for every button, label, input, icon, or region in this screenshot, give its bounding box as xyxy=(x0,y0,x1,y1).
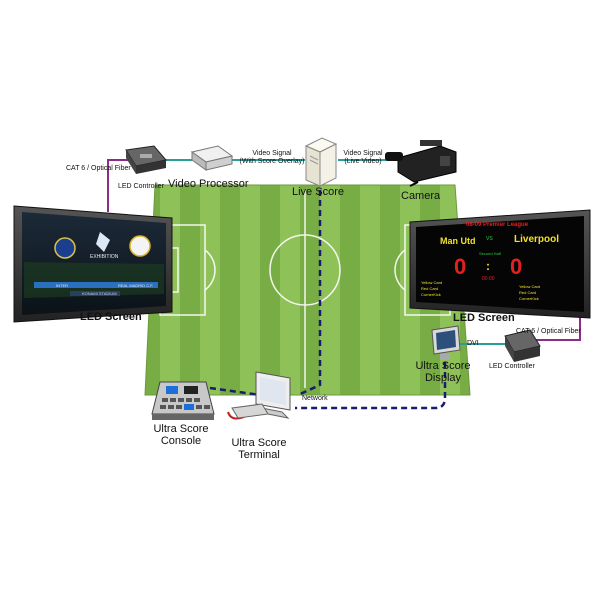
camera-device xyxy=(385,140,457,187)
dvi-label: DVI xyxy=(467,340,479,347)
left-screen-bar-left-text: INTER xyxy=(56,283,68,288)
video-processor-label: Video Processor xyxy=(168,178,249,190)
scoreboard-home-score: 0 xyxy=(454,254,467,279)
scoreboard-away-score: 0 xyxy=(510,254,523,279)
scoreboard-home-cards: Yellow Card Red Card CornerKick xyxy=(421,280,442,298)
away-card-red: Red Card xyxy=(519,290,537,295)
scoreboard-league: 08-09 Premier League xyxy=(466,222,529,228)
ultra-score-display-line2: Display xyxy=(424,372,462,384)
signal-with-overlay-line1: Video Signal xyxy=(252,150,292,157)
led-screen-right-device xyxy=(409,209,591,319)
signal-live-label: Video Signal (Live Video) xyxy=(338,150,388,166)
cable-left-label: CAT 6 / Optical Fiber xyxy=(66,165,131,172)
signal-live-line1: Video Signal xyxy=(343,150,383,157)
fiber-cable-left xyxy=(107,159,132,212)
network-cable-display xyxy=(295,362,447,410)
scoreboard-away-cards: Yellow Card Red Card CornerKick xyxy=(519,284,540,302)
video-processor-device xyxy=(190,145,234,171)
camera-label: Camera xyxy=(401,190,441,202)
scoreboard-vs: VS xyxy=(486,236,493,242)
left-screen-stadium-text: KONAMI STADIUM xyxy=(82,291,117,296)
home-card-cornerkick: CornerKick xyxy=(421,292,441,297)
signal-with-overlay-line2: (With Score Overlay) xyxy=(239,158,305,165)
led-screen-right-label: LED Screen xyxy=(453,312,515,324)
led-controller-left-label: LED Controller xyxy=(118,183,164,190)
signal-live-line2: (Live Video) xyxy=(344,158,382,165)
scoreboard-home-team: Man Utd xyxy=(440,236,476,246)
ultra-score-terminal-label: Ultra Score Terminal xyxy=(224,437,294,461)
network-label: Network xyxy=(302,395,328,402)
home-card-yellow: Yellow Card xyxy=(421,280,443,285)
ultra-score-console-device xyxy=(151,381,215,420)
scoreboard-half: Second Half xyxy=(479,251,501,256)
ultra-score-display-line1: Ultra Score xyxy=(415,360,471,372)
led-controller-left-device xyxy=(125,145,167,174)
ultra-score-terminal-line2: Terminal xyxy=(238,449,280,461)
network-cable-console xyxy=(209,386,261,397)
ultra-score-terminal-device xyxy=(231,371,291,419)
led-screen-left-label: LED Screen xyxy=(80,311,142,323)
ultra-score-console-label: Ultra Score Console xyxy=(146,423,216,447)
led-screen-left-device xyxy=(13,205,173,323)
cable-right-label: CAT 6 / Optical Fiber xyxy=(516,328,581,335)
left-screen-bar-right-text: REAL MADRID C.F. xyxy=(118,283,154,288)
ultra-score-terminal-line1: Ultra Score xyxy=(231,437,287,449)
signal-with-overlay-label: Video Signal (With Score Overlay) xyxy=(238,150,306,166)
live-score-label: Live Score xyxy=(292,186,344,198)
led-controller-right-device xyxy=(504,329,541,362)
home-card-red: Red Card xyxy=(421,286,439,291)
ultra-score-display-label: Ultra Score Display xyxy=(413,360,473,384)
live-score-computer xyxy=(304,137,338,187)
scoreboard-colon: : xyxy=(486,259,490,273)
scoreboard-clock: 00:00 xyxy=(482,276,495,282)
away-card-cornerkick: CornerKick xyxy=(519,296,539,301)
scoreboard-away-team: Liverpool xyxy=(514,234,560,245)
network-cable-livescore xyxy=(297,190,322,397)
left-screen-exhibition-text: EXHIBITION xyxy=(90,254,119,260)
ultra-score-console-line2: Console xyxy=(160,435,202,447)
away-card-yellow: Yellow Card xyxy=(519,284,541,289)
led-controller-right-label: LED Controller xyxy=(489,363,535,370)
ultra-score-console-line1: Ultra Score xyxy=(153,423,209,435)
ultra-score-display-device xyxy=(431,325,461,360)
